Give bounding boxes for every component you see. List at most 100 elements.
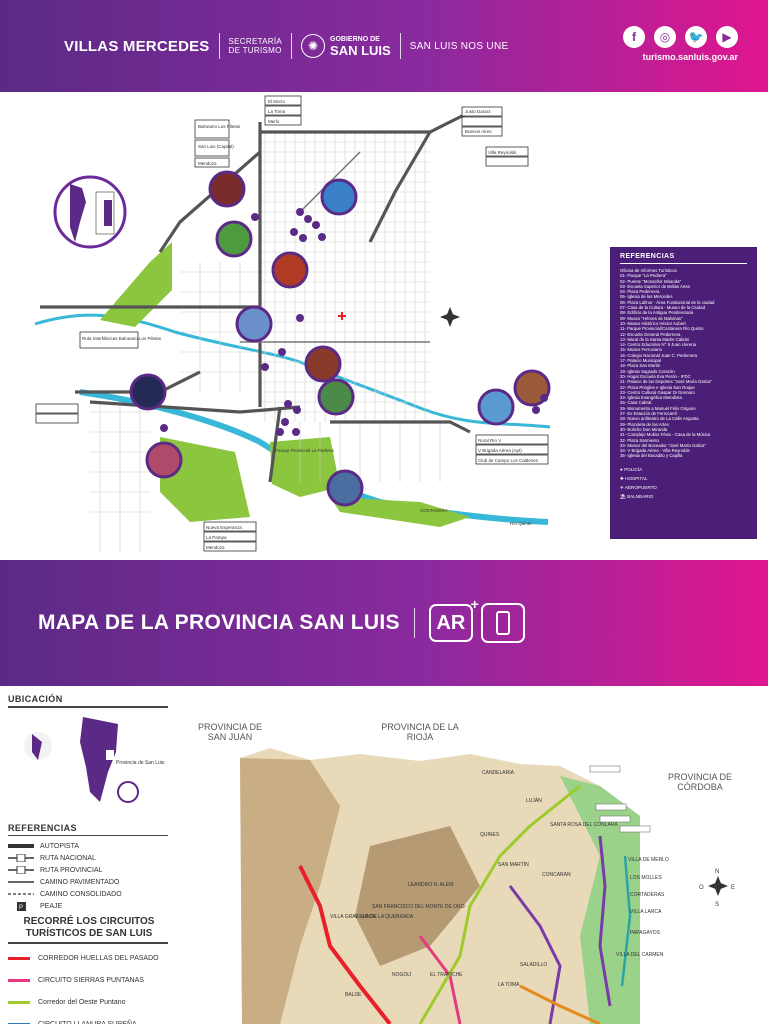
attraction-photo[interactable] <box>129 373 167 411</box>
reference-item: 32- Plaza Sarmiento <box>620 437 659 443</box>
attraction-photo[interactable] <box>208 170 246 208</box>
park-area <box>160 437 250 522</box>
circuit-label: CORREDOR HUELLAS DEL PASADO <box>38 955 159 962</box>
circuit-row[interactable]: Corredor del Oeste Puntano <box>8 992 170 1014</box>
sign-club-de-campo: Club de Campo Los Caldenes <box>478 458 539 463</box>
referencia-label: CAMINO PAVIMENTADO <box>40 878 120 886</box>
divider <box>218 33 220 59</box>
sign-san-luis: San Luis (Capital) <box>198 144 234 149</box>
reference-item: 13- Mural de la Santa Madre Cabrini <box>620 336 690 342</box>
reference-item: 11- Parque Provincial/Costanera Río Quin… <box>620 326 704 332</box>
compass-s: S <box>715 902 719 908</box>
circuit-sierras <box>418 935 462 1024</box>
legend-police: ● POLICÍA <box>620 466 643 472</box>
reference-item: 17- Palacio Municipal <box>620 358 661 364</box>
attraction-photo[interactable] <box>326 469 364 507</box>
referencias-title: REFERENCIAS <box>8 822 77 833</box>
province-legend: UBICACIÓN Provincia de San Luis REFERENC… <box>2 686 170 1024</box>
secretaria-label: SECRETARÍA DE TURISMO <box>229 37 283 55</box>
reference-item: 30- Bolicho Don Miranda <box>620 426 668 432</box>
attraction-photo[interactable] <box>235 305 273 343</box>
town-label: LA TOMA <box>498 982 520 988</box>
social-links: f ◎ 🐦 ▶ turismo.sanluis.gov.ar <box>623 26 738 62</box>
reference-item: 14- Centro Educativo N° 9 Juan Llerena <box>620 342 697 348</box>
attraction-photo[interactable] <box>145 441 183 479</box>
reference-item: 15- Museo Ferroviario <box>620 347 663 353</box>
reference-item: 08- Edificio de la Antigua Penitenciaria <box>620 310 694 316</box>
website-link[interactable]: turismo.sanluis.gov.ar <box>642 52 738 62</box>
mountain-area <box>240 758 340 1024</box>
reference-item: 06- Plaza Lafinur - Área Fundacional de … <box>620 299 715 305</box>
circuit-row[interactable]: CIRCUITO LLANURA SUREÑA <box>8 1014 170 1024</box>
attraction-photo[interactable] <box>215 220 253 258</box>
facebook-icon[interactable]: f <box>623 26 645 48</box>
phone-icon[interactable] <box>480 603 525 643</box>
reference-item: 21- Palacio de los Deportes "José María … <box>620 379 712 385</box>
divider <box>8 706 168 708</box>
reference-item: Oficina de Informes Turísticos <box>620 268 677 273</box>
circuit-label: CIRCUITO LLANURA SUREÑA <box>38 1021 137 1024</box>
circuits-title-line2: TURÍSTICOS DE SAN LUIS <box>25 928 153 939</box>
circuit-huellas <box>298 865 392 1024</box>
ar-button[interactable]: AR + <box>428 596 479 642</box>
divider <box>413 608 415 638</box>
province-map-canvas: CANDELARIA QUINES LUJÁN SAN FRANCISCO DE… <box>240 748 735 1024</box>
reference-item: 20- Hogar Escuela Eva Perón - IFDC <box>620 373 691 379</box>
park-area <box>270 437 340 497</box>
referencia-row: RUTA PROVINCIAL <box>8 864 170 876</box>
circuit-row[interactable]: CORREDOR HUELLAS DEL PASADO <box>8 948 170 970</box>
reference-item: 31- Complejo Molino Fénix - Casa de la M… <box>620 432 711 438</box>
la-rioja-label: PROVINCIA DE LA RIOJA <box>381 722 459 742</box>
circuit-label: Corredor del Oeste Puntano <box>38 999 126 1006</box>
referencia-label: CAMINO CONSOLIDADO <box>40 890 122 898</box>
divider <box>8 834 168 836</box>
gobierno-line1: GOBIERNO DE <box>330 35 380 43</box>
instagram-icon[interactable]: ◎ <box>654 26 676 48</box>
header-banner: VILLAS MERCEDES SECRETARÍA DE TURISMO ✺ … <box>0 0 768 92</box>
divider <box>399 33 401 59</box>
antartida-icon <box>117 780 139 803</box>
costanera-label: COSTANERA <box>420 508 448 513</box>
attraction-photo[interactable] <box>304 345 342 383</box>
twitter-icon[interactable]: 🐦 <box>685 26 707 48</box>
referencia-label: PEAJE <box>40 902 63 910</box>
department-shape <box>104 200 112 226</box>
attraction-photo[interactable] <box>320 178 358 216</box>
city-map-canvas: El Morro La Toma Merlo Balneario Los Pil… <box>34 95 551 552</box>
attraction-photo[interactable] <box>317 378 355 416</box>
reference-item: 04- Plaza Pedernera <box>620 289 660 295</box>
attraction-photo[interactable] <box>477 388 515 426</box>
referencia-row: AUTOPISTA <box>8 840 170 852</box>
referencia-row: CAMINO CONSOLIDADO <box>8 888 170 900</box>
referencia-row: RUTA NACIONAL <box>8 852 170 864</box>
green-area <box>560 776 640 1024</box>
road-signs <box>35 95 549 552</box>
circuit-oeste <box>418 784 581 1024</box>
legend-airport: ✈ AEROPUERTO <box>620 484 657 490</box>
park-area <box>100 242 172 327</box>
city-map: El Morro La Toma Merlo Balneario Los Pil… <box>0 92 768 560</box>
ruta-nacional-icon <box>8 854 34 862</box>
sign-mendoza: Mendoza <box>198 161 217 166</box>
circuits-title-line1: RECORRÉ LOS CIRCUITOS <box>23 916 155 927</box>
sign-rural-rio-v: Rural Río V <box>478 438 501 443</box>
sign-la-toma: La Toma <box>268 109 286 114</box>
sign-nueva-esperanza: Nueva Esperanza <box>206 525 242 530</box>
reference-item: 35- Iglesia del Bocadito y Capilla <box>620 453 683 459</box>
town-label: CORTADERAS <box>630 892 665 898</box>
referencia-label: RUTA PROVINCIAL <box>40 866 103 874</box>
circuit-row[interactable]: CIRCUITO SIERRAS PUNTANAS <box>8 970 170 992</box>
attraction-photo[interactable] <box>271 251 309 289</box>
reference-item: 28- Nuevo anfiteatro de La Calle Angosta <box>620 416 699 422</box>
sign-ruta-interfabricas: Ruta Interfábricas Balneario Los Piletas <box>82 336 162 341</box>
youtube-icon[interactable]: ▶ <box>716 26 738 48</box>
province-map-banner: MAPA DE LA PROVINCIA SAN LUIS AR + <box>0 560 768 686</box>
parque-label: Parque Provincial La Pedrera <box>275 448 334 453</box>
reference-item: 33- Museo del Boxeador "José María Gatic… <box>620 442 706 448</box>
references-panel: REFERENCIAS Oficina de Informes Turístic… <box>610 247 757 539</box>
seal-icon: ✺ <box>301 34 326 58</box>
reference-item: 27- Ex Estación de Ferrocarril <box>620 411 677 417</box>
reference-item: 09- Museo "Héroes de Malvinas" <box>620 315 683 321</box>
